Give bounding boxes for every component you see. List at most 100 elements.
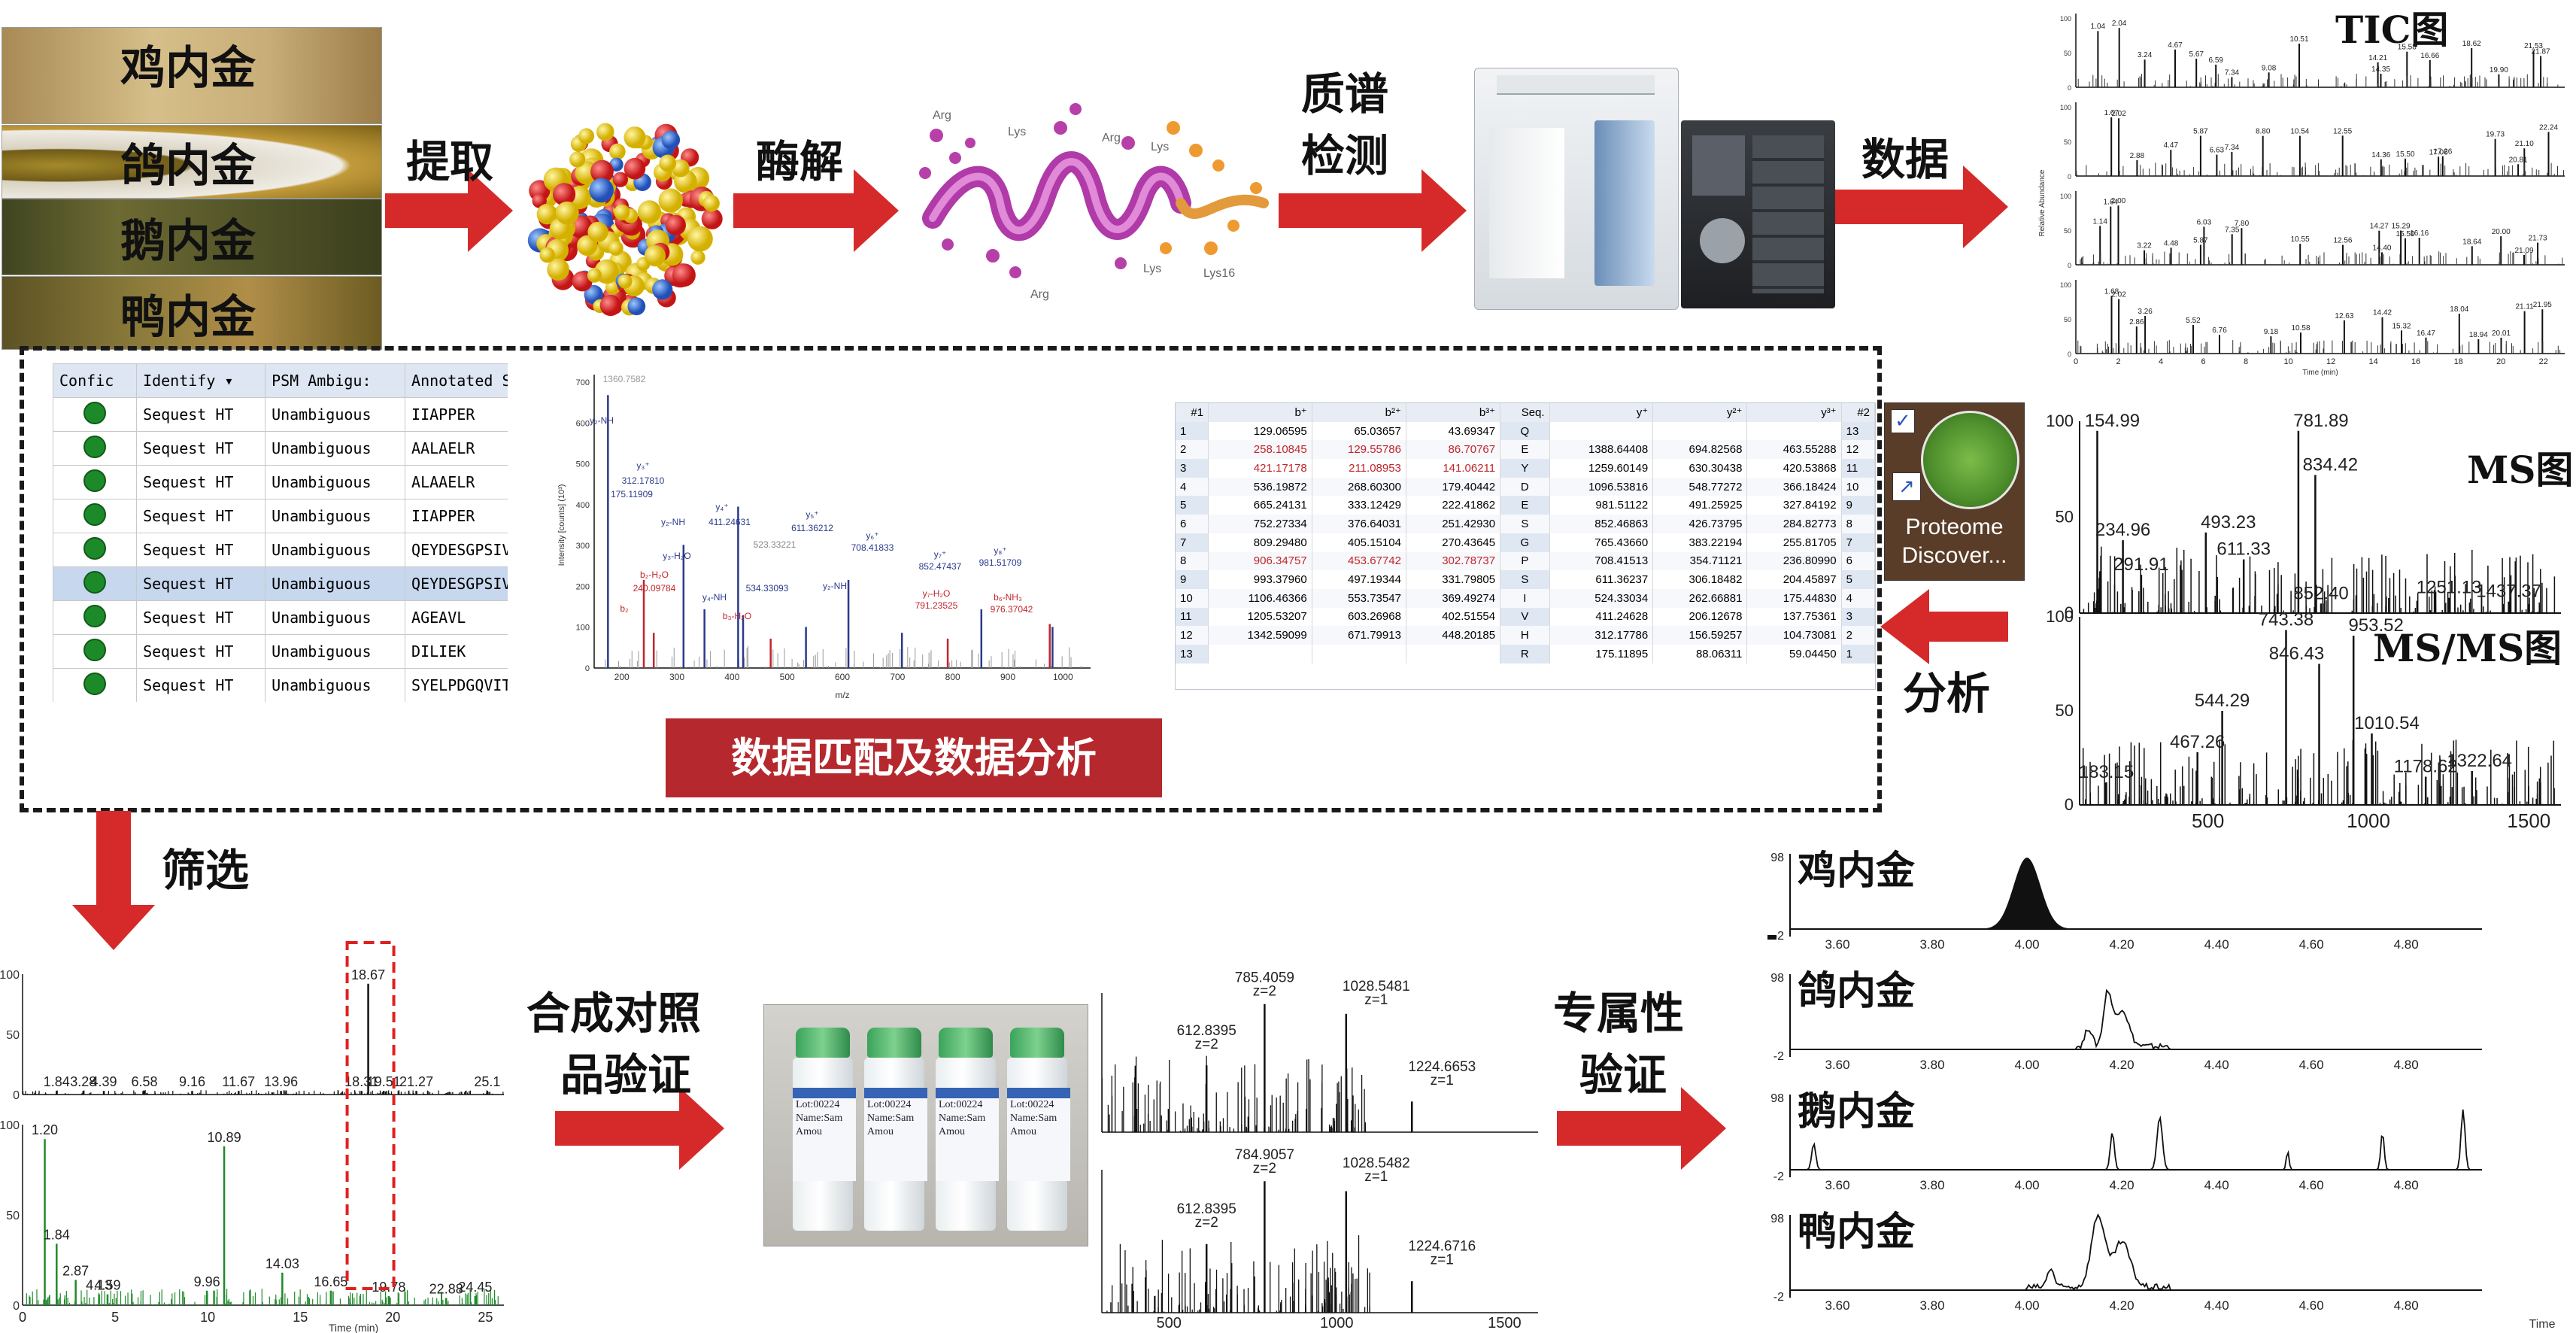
- tic-peak-label: 15.50: [2396, 230, 2415, 238]
- spectrum-peak-label: y₂-NH: [590, 415, 614, 426]
- ms-ytick: 50: [2056, 508, 2074, 527]
- ms-peak-label: 154.99: [2085, 411, 2140, 431]
- tic-peak-label: 3.22: [2137, 242, 2152, 251]
- confidence-dot-icon: [83, 469, 107, 492]
- spectrum-peak-label: 791.23525: [915, 600, 958, 611]
- psm-header-1[interactable]: Identify ▾: [136, 363, 266, 398]
- tic-peak-label: 15.58: [2398, 44, 2417, 52]
- atom: [596, 123, 614, 141]
- fragment-cell: 402.51554: [1406, 607, 1501, 627]
- chrom-peak-label: 2.87: [62, 1263, 89, 1278]
- tic-peak-label: 4.67: [2168, 41, 2183, 50]
- ms-ytick: 50: [2056, 701, 2074, 720]
- chrom-peak-label: 10.89: [208, 1130, 241, 1145]
- tic-peak-label: 6.63: [2210, 147, 2225, 155]
- vial-name: Name:Sam: [1010, 1113, 1057, 1124]
- table-row[interactable]: Sequest HTUnambiguousQEYDESGPSIVHR: [53, 566, 508, 601]
- tic-peak-label: 21.10: [2515, 140, 2534, 148]
- atom: [569, 151, 586, 168]
- atom: [644, 245, 666, 267]
- ms-peak-label: 781.89: [2293, 411, 2348, 431]
- fragment-cell: 852.46863: [1549, 515, 1654, 533]
- tic-peak-label: 3.24: [2138, 51, 2153, 59]
- ms-peak-label: 544.29: [2195, 691, 2250, 711]
- synth-peak-label: z=1: [1431, 1073, 1454, 1089]
- spectrum-peak-label: 523.33221: [754, 539, 796, 550]
- fragment-header-4[interactable]: Seq.: [1500, 403, 1550, 422]
- fragment-header-7[interactable]: y³⁺: [1746, 403, 1842, 422]
- tic-peak-label: 17.06: [2429, 148, 2448, 156]
- ms-xtick: 1000: [2347, 809, 2390, 832]
- atom: [661, 130, 681, 150]
- spectrum-peak-label: y₇⁺: [934, 549, 946, 560]
- tic-peak-label: 6.03: [2197, 218, 2212, 226]
- table-row[interactable]: Sequest HTUnambiguousSYELPDGQVITIG: [53, 668, 508, 702]
- fragment-cell: 497.19344: [1312, 570, 1406, 589]
- fragment-cell: [1549, 421, 1654, 441]
- fragment-cell: 236.80990: [1746, 551, 1842, 571]
- fragment-header-0[interactable]: #1: [1176, 403, 1209, 422]
- vial-name: Name:Sam: [796, 1113, 843, 1124]
- tic-peak-label: 22.24: [2539, 123, 2558, 132]
- table-row[interactable]: Sequest HTUnambiguousQEYDESGPSIVHR: [53, 533, 508, 567]
- atom: [612, 172, 628, 187]
- fragment-header-2[interactable]: b²⁺: [1312, 403, 1406, 422]
- fragment-cell: 906.34757: [1208, 551, 1312, 571]
- fragment-cell: 222.41862: [1406, 496, 1501, 515]
- fragment-header-8[interactable]: #2: [1841, 403, 1875, 422]
- fragment-header-1[interactable]: b⁺: [1208, 403, 1312, 422]
- spec-xlabel: m/z: [835, 690, 849, 700]
- sample-photo-pigeon: [2, 125, 382, 199]
- fragment-header-6[interactable]: y²⁺: [1652, 403, 1748, 422]
- spec-xtick: 4.80: [2394, 1178, 2419, 1192]
- psm-cell: Sequest HT: [136, 431, 266, 466]
- spectrum-peak-label: b₂: [620, 603, 629, 614]
- psm-header-2[interactable]: PSM Ambigu:: [265, 363, 406, 398]
- spec-xtick: 4.00: [2015, 937, 2040, 952]
- tic-peak-label: 2.00: [2111, 197, 2126, 205]
- psm-cell: Sequest HT: [136, 397, 266, 432]
- tic-peak-label: 21.11: [2515, 303, 2534, 311]
- tic-peak-label: 21.09: [2515, 247, 2534, 255]
- tic-peak-label: 1.68: [2104, 287, 2119, 296]
- fragment-header-5[interactable]: y⁺: [1549, 403, 1654, 422]
- proteome-discoverer-icon[interactable]: ✓ ↗ Proteome Discover...: [1884, 402, 2025, 581]
- fragment-cell: 156.59257: [1652, 626, 1748, 645]
- fragment-cell: 13: [1841, 421, 1875, 441]
- protein-label-2: Arg: [1102, 132, 1121, 144]
- tic-peak-label: 5.52: [2186, 317, 2201, 325]
- spec-ytick-top: 98: [1770, 1213, 1784, 1225]
- screen-xtick: 10: [200, 1310, 215, 1325]
- step-specific-2: 验证: [1579, 1049, 1667, 1101]
- ms-ytick: 0: [2065, 603, 2074, 622]
- fragment-cell: 258.10845: [1208, 440, 1312, 460]
- spec-xtick: 400: [724, 672, 739, 682]
- ms-peak-label: 467.26: [2170, 732, 2225, 752]
- fragment-header-3[interactable]: b³⁺: [1406, 403, 1501, 422]
- psm-cell: Unambiguous: [265, 533, 406, 567]
- tic-peak-label: 12.56: [2333, 237, 2352, 245]
- spec-ytick-bottom: -2: [1773, 1171, 1784, 1183]
- spectrum-peak-label: b₃-H₂O: [723, 611, 751, 621]
- psm-header-0[interactable]: Confic: [53, 363, 138, 398]
- tic-peak-label: 7.35: [2225, 226, 2240, 234]
- vial-amount: Amou: [867, 1126, 894, 1137]
- spec-xtick: 3.60: [1825, 1058, 1849, 1072]
- chrom-peak-label: 1.84: [44, 1074, 70, 1089]
- spec-ytick: 100: [576, 624, 590, 633]
- spectrum-peak-label: 411.24631: [708, 517, 751, 527]
- psm-header-3[interactable]: Annotated Sequ: [405, 363, 508, 398]
- psm-cell: Unambiguous: [265, 499, 406, 533]
- synth-peak-label: 1224.6716: [1408, 1238, 1476, 1254]
- fragment-cell: 376.64031: [1312, 515, 1406, 533]
- tic-peak-label: 21.73: [2529, 235, 2547, 243]
